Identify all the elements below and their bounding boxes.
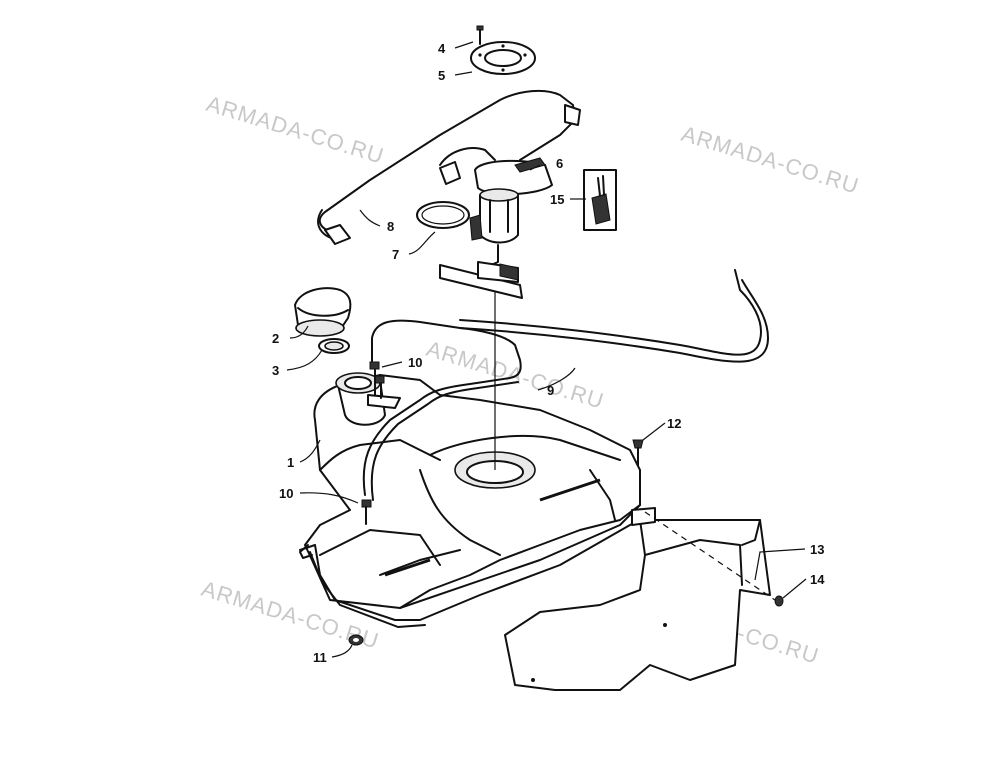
long-vent-hose xyxy=(459,269,762,356)
grommet xyxy=(348,634,364,646)
callout-2: 2 xyxy=(272,331,279,346)
sender-screw xyxy=(476,25,484,45)
push-rivet xyxy=(632,439,644,466)
callout-14: 14 xyxy=(810,572,825,587)
filler-seal xyxy=(318,338,350,354)
fuel-cap xyxy=(294,287,352,337)
callout-11: 11 xyxy=(313,650,327,665)
hose-connector-left xyxy=(324,224,351,245)
level-sender xyxy=(439,261,523,299)
watermark-1: ARMADA-CO.RU xyxy=(204,91,388,169)
callout-15: 15 xyxy=(550,192,564,207)
hose-connector-right xyxy=(564,104,581,126)
callout-1: 1 xyxy=(287,455,294,470)
callout-3: 3 xyxy=(272,363,279,378)
nut-lower xyxy=(361,499,372,525)
fuel-vent-hose xyxy=(362,319,522,496)
heat-shield-plate xyxy=(504,519,771,691)
sender-gasket xyxy=(470,41,536,75)
callout-10-top: 10 xyxy=(408,355,422,370)
plug-fastener xyxy=(774,595,784,607)
callout-12: 12 xyxy=(667,416,681,431)
callout-8: 8 xyxy=(387,219,394,234)
callout-10-lower: 10 xyxy=(279,486,293,501)
mount-bracket xyxy=(631,507,656,526)
callout-9: 9 xyxy=(547,383,554,398)
wire-harness-box xyxy=(583,169,617,231)
callout-13: 13 xyxy=(810,542,824,557)
callout-6: 6 xyxy=(556,156,563,171)
fuel-supply-hose xyxy=(318,89,576,233)
callout-7: 7 xyxy=(392,247,399,262)
callout-5: 5 xyxy=(438,68,445,83)
callout-4: 4 xyxy=(438,41,446,56)
watermark-2: ARMADA-CO.RU xyxy=(679,121,863,199)
nut-top xyxy=(369,361,385,399)
tank-mount-rail xyxy=(299,514,651,621)
